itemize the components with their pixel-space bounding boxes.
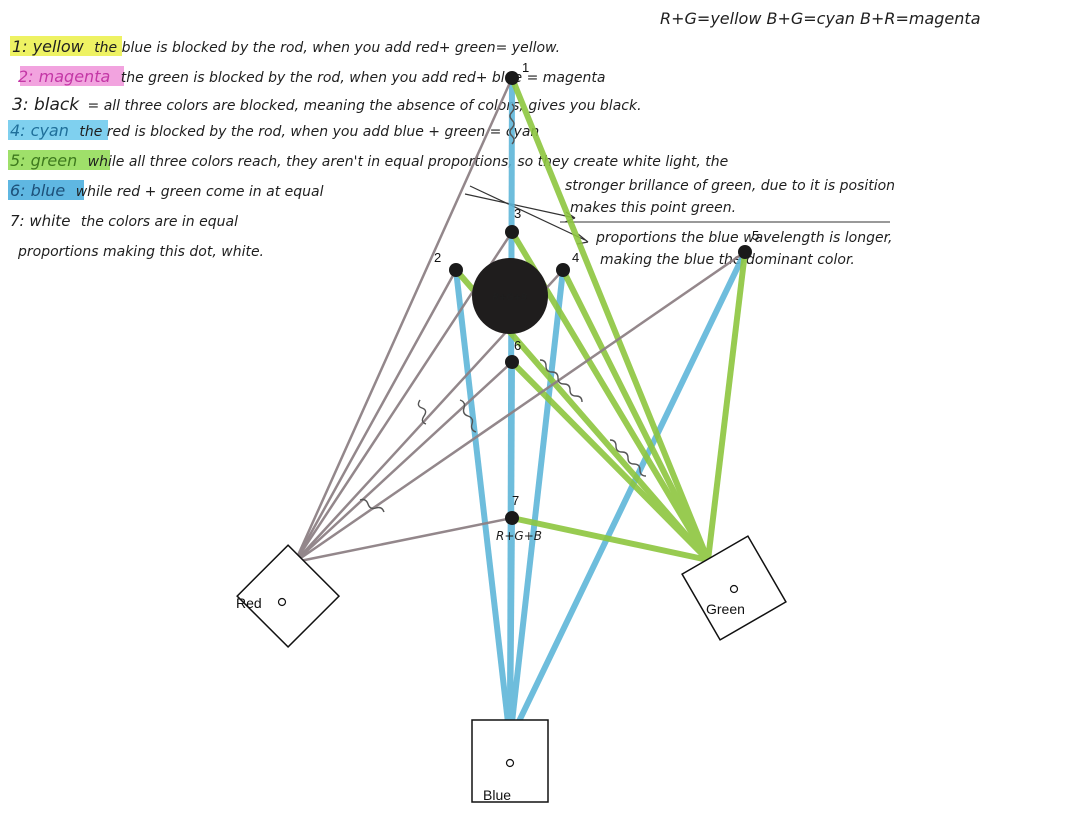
note-2-tag: 2: magenta [18,67,110,86]
ray-blue-4 [510,252,745,740]
point-label-2: 2 [434,250,441,265]
note-5-tag: 5: green [10,151,77,170]
squiggle-2 [360,400,476,512]
point-7-sum: R+G+B [496,529,542,543]
point-label-4: 4 [572,250,579,265]
note-7-text: the colors are in equal [81,214,238,230]
blue-source-label: Blue [483,787,511,803]
continuation-makes: makes this point green. [570,200,736,216]
point-1 [505,71,519,85]
red-source-label: Red [236,595,262,611]
blue-source: Blue [472,720,548,803]
point-2 [449,263,463,277]
continuation-proportions: proportions the blue wavelength is longe… [595,230,893,246]
note-2-text: the green is blocked by the rod, when yo… [121,70,606,86]
note-3: 3: black = all three colors are blocked,… [12,95,642,115]
point-5 [738,245,752,259]
note-5-text: while all three colors reach, they aren'… [88,154,729,170]
point-6 [505,355,519,369]
note-1-tag: 1: yellow [12,37,85,56]
note-7: 7: white the colors are in equal [10,212,238,230]
note-4-text: the red is blocked by the rod, when you … [79,124,539,140]
point-label-3: 3 [514,206,521,221]
ray-blue-6 [510,518,512,740]
note-1: 1: yellow the blue is blocked by the rod… [12,37,560,56]
header-formula: R+G=yellow B+G=cyan B+R=magenta [660,9,981,28]
note-3-text: = all three colors are blocked, meaning … [88,98,642,114]
rod-label: R+G+B [493,293,527,303]
note-1-text: the blue is blocked by the rod, when you… [94,40,560,56]
green-source-label: Green [706,601,745,617]
point-4 [556,263,570,277]
note-3-tag: 3: black [12,95,80,115]
ray-green-4 [708,252,745,560]
note-6-text: while red + green come in at equal [76,184,324,200]
ray-red-2 [295,270,456,562]
note-7-tag: 7: white [10,212,70,230]
point-label-1: 1 [522,60,529,75]
point-3 [505,225,519,239]
note-6: 6: blue while red + green come in at equ… [10,181,324,200]
continuation-stronger: stronger brillance of green, due to it i… [565,178,895,194]
point-label-5: 5 [752,228,759,243]
note-4: 4: cyan the red is blocked by the rod, w… [10,121,539,140]
note-4-tag: 4: cyan [10,121,69,140]
point-7 [505,511,519,525]
red-source: Red [236,545,339,647]
note-5: 5: green while all three colors reach, t… [10,151,728,170]
note-6-tag: 6: blue [10,181,65,200]
ray-blue-2 [456,270,510,740]
point-label-7: 7 [512,493,519,508]
point-label-6: 6 [514,338,521,353]
note-7-continued: proportions making this dot, white. [17,244,264,260]
